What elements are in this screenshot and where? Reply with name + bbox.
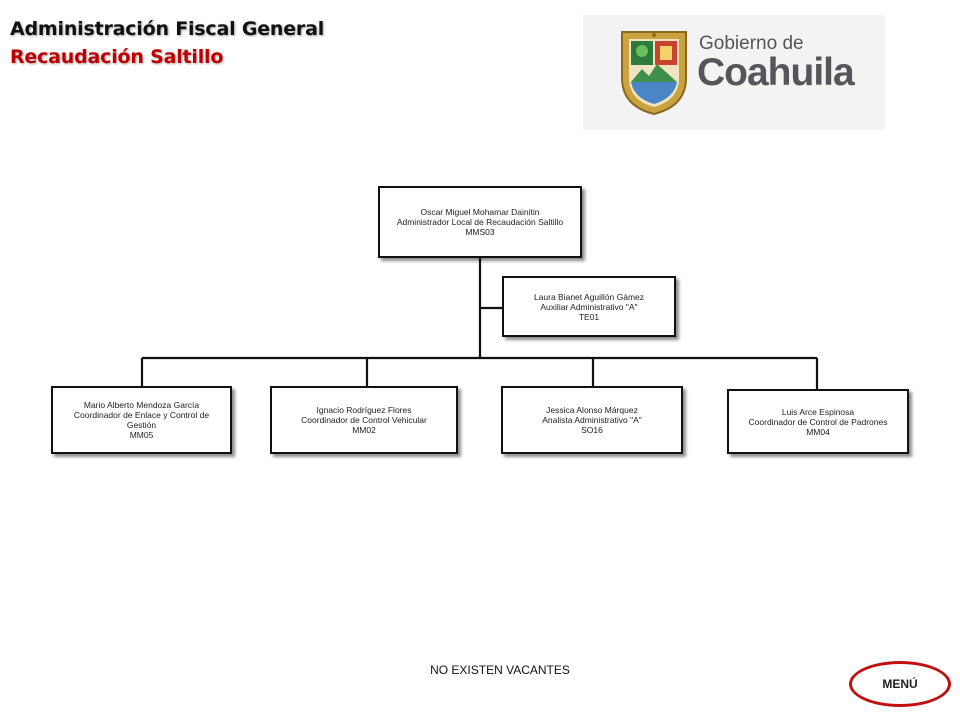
node-code: MM05	[129, 430, 154, 440]
node-name: Oscar Miguel Mohamar Dainitin	[420, 207, 540, 217]
node-role: Administrador Local de Recaudación Salti…	[396, 217, 564, 227]
org-node-assistant: Laura Bianet Aguillón Gámez Auxiliar Adm…	[502, 276, 676, 337]
logo-text-coahuila: Coahuila	[697, 51, 855, 94]
vacancy-note: NO EXISTEN VACANTES	[430, 663, 570, 677]
node-role: Coordinador de Enlace y Control de Gesti…	[73, 410, 210, 430]
page-title: Administración Fiscal General	[10, 18, 325, 40]
node-code: SO16	[581, 425, 603, 435]
org-node-child-3: Jessica Alonso Márquez Analista Administ…	[501, 386, 683, 454]
page-subtitle: Recaudación Saltillo	[10, 46, 224, 68]
node-name: Jessica Alonso Márquez	[546, 405, 638, 415]
node-role: Auxiliar Administrativo "A"	[540, 301, 638, 312]
node-name: Mario Alberto Mendoza García	[83, 400, 200, 410]
government-logo: Gobierno de Coahuila	[583, 15, 885, 130]
menu-button[interactable]: MENÚ	[849, 661, 951, 707]
node-name: Ignacio Rodríguez Flores	[316, 405, 412, 415]
org-node-head: Oscar Miguel Mohamar Dainitin Administra…	[378, 186, 582, 258]
node-role: Coordinador de Control de Padrones	[748, 416, 888, 427]
org-node-child-4: Luis Arce Espinosa Coordinador de Contro…	[727, 389, 909, 454]
node-code: MM04	[806, 426, 830, 437]
org-node-child-1: Mario Alberto Mendoza García Coordinador…	[51, 386, 232, 454]
node-code: MMS03	[465, 227, 495, 237]
node-code: TE01	[578, 311, 600, 322]
coat-of-arms-icon	[621, 31, 687, 116]
node-role: Analista Administrativo "A"	[542, 415, 642, 425]
node-name: Laura Bianet Aguillón Gámez	[533, 291, 645, 302]
node-code: MM02	[352, 425, 376, 435]
org-node-child-2: Ignacio Rodríguez Flores Coordinador de …	[270, 386, 458, 454]
logo-text-gobierno: Gobierno de	[699, 33, 804, 54]
node-role: Coordinador de Control Vehicular	[301, 415, 427, 425]
node-name: Luis Arce Espinosa	[781, 406, 855, 417]
